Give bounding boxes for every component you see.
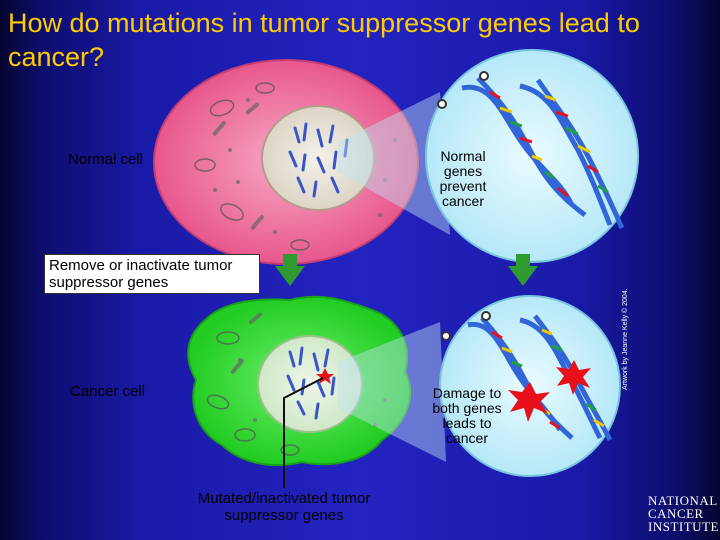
artwork-credit: Artwork by Jeanne Kelly © 2004. [622, 288, 629, 390]
dna-helix-bottom-1 [467, 316, 574, 440]
normal-genes-label: Normal genes prevent cancer [439, 148, 487, 209]
nci-logo-line-1: NATIONAL [648, 493, 718, 508]
damaged-genes-magnifier [439, 295, 621, 477]
damage-label: Damage to both genes leads to cancer [432, 385, 502, 446]
nci-logo-line-2: CANCER [648, 506, 704, 521]
nci-logo: NATIONAL CANCER INSTITUTE [648, 494, 720, 533]
page-title: How do mutations in tumor suppressor gen… [8, 8, 640, 72]
normal-cell-graphic [153, 59, 419, 265]
dna-helix-top-2 [519, 78, 625, 229]
mutated-label: Mutated/inactivated tumor suppressor gen… [197, 490, 371, 524]
normal-cell-label: Normal cell [68, 151, 144, 168]
magnify-beam-bottom [338, 322, 446, 462]
magnify-beam-top [338, 92, 450, 235]
arrow-down-left [275, 254, 305, 286]
nci-logo-line-3: INSTITUTE [648, 519, 719, 534]
remove-inactivate-label: Remove or inactivate tumor suppressor ge… [44, 254, 260, 294]
cancer-cell-label: Cancer cell [70, 383, 146, 400]
dna-helix-top-1 [461, 76, 587, 217]
damage-star-icon-2 [556, 360, 591, 395]
normal-genes-magnifier [425, 49, 639, 263]
damage-star-icon-1 [508, 382, 550, 422]
arrow-down-right [508, 254, 538, 286]
pointer-line [283, 377, 324, 488]
